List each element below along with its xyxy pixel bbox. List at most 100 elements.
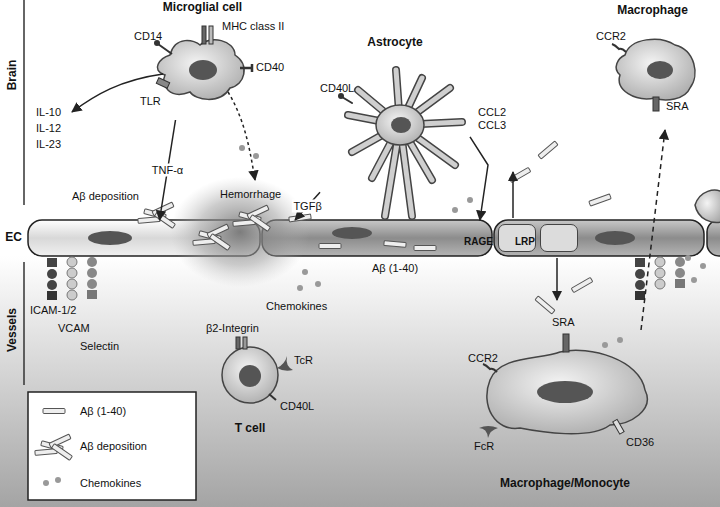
- circle-shape: [675, 257, 685, 267]
- legend-text: Aβ deposition: [80, 440, 147, 453]
- use-shape: [538, 141, 558, 159]
- molecule-label: TcR: [294, 354, 313, 367]
- adhesion-molecules: [47, 257, 685, 300]
- rect-shape: [236, 337, 240, 349]
- use-shape: [414, 246, 436, 251]
- path-shape: [616, 39, 695, 100]
- legend-text: Aβ (1-40): [80, 405, 126, 418]
- circle-shape: [55, 477, 61, 483]
- circle-shape: [602, 342, 608, 348]
- path-shape: [483, 364, 497, 372]
- use-shape: [193, 224, 231, 250]
- molecule-label: TLR: [140, 95, 161, 108]
- use-shape: [589, 194, 611, 206]
- vessel-lumen: [0, 256, 720, 507]
- rect-shape: [613, 419, 624, 434]
- molecule-label: CD40L: [320, 82, 354, 95]
- molecule-label: SRA: [552, 316, 575, 329]
- circle-shape: [655, 268, 665, 278]
- g-shape: [348, 70, 462, 216]
- chemokine-dots: [239, 145, 706, 348]
- path-shape: [348, 70, 462, 216]
- molecule-label: SRA: [666, 100, 689, 113]
- line-shape: [556, 258, 558, 300]
- ellipse-shape: [189, 60, 217, 80]
- circle-shape: [222, 347, 278, 403]
- circle-shape: [675, 268, 685, 278]
- region-label: Brain: [6, 60, 19, 91]
- path-shape: [72, 74, 163, 112]
- legend-box: [28, 392, 196, 500]
- astrocyte-cell: Astrocyte: [320, 35, 470, 220]
- path-shape: [695, 190, 720, 222]
- use-shape: [138, 202, 176, 228]
- molecule-label: CD36: [626, 436, 654, 449]
- circle-shape: [87, 257, 97, 267]
- receptor-box: LRP: [540, 224, 578, 252]
- microglial-cell-body: [154, 26, 252, 99]
- ellipse-shape: [595, 231, 635, 245]
- rect-shape: [653, 97, 659, 111]
- macrophage-cell: Macrophage: [590, 3, 715, 130]
- molecule-label: CD40L: [280, 400, 314, 413]
- use-shape: [384, 241, 406, 248]
- brain-divider: [23, 0, 25, 205]
- circle-shape: [617, 337, 623, 343]
- circle-shape: [297, 285, 303, 291]
- rect-shape: [156, 78, 169, 89]
- circle-shape: [655, 279, 665, 289]
- cell-name: Macrophage/Monocyte: [500, 476, 630, 490]
- rect-shape: [202, 26, 206, 44]
- path-shape: [479, 426, 498, 438]
- molecule-label: CCR2: [596, 30, 626, 43]
- molecule-label: IL-10: [36, 106, 61, 119]
- endothelium: [28, 220, 720, 256]
- use-shape: [571, 277, 593, 292]
- molecule-label: Chemokines: [266, 300, 327, 313]
- ellipse-shape: [88, 231, 132, 245]
- path-shape: [612, 44, 626, 52]
- ellipse-shape: [332, 227, 372, 239]
- molecule-label: VCAM: [58, 322, 90, 335]
- path-shape: [157, 40, 244, 100]
- cell-name: RAGE: [464, 235, 493, 249]
- cell-name: EC: [5, 230, 22, 244]
- signal-arrows: [72, 74, 557, 300]
- circle-shape: [700, 263, 706, 269]
- path-shape: [277, 356, 293, 371]
- ellipse-shape: [391, 117, 411, 133]
- circle-shape: [635, 280, 645, 290]
- signal-arrow: [641, 130, 665, 330]
- use-shape: [535, 296, 555, 314]
- circle-shape: [87, 268, 97, 278]
- ellipse-shape: [537, 381, 593, 403]
- molecule-label: CCR2: [468, 352, 498, 365]
- rect-shape: [635, 258, 645, 267]
- molecule-label: Aβ deposition: [72, 190, 139, 203]
- line-shape: [158, 44, 172, 54]
- molecule-label: IL-12: [36, 122, 61, 135]
- path-shape: [228, 92, 255, 180]
- path-shape: [240, 64, 252, 72]
- circle-shape: [67, 268, 77, 278]
- region-label: Vessels: [6, 308, 19, 352]
- circle-shape: [239, 145, 245, 151]
- rect-shape: [563, 334, 569, 352]
- circle-shape: [685, 255, 691, 261]
- circle-shape: [67, 290, 77, 300]
- molecule-label: MHC class II: [222, 20, 284, 33]
- use-shape: [35, 434, 73, 460]
- hemorrhage-blot: [170, 177, 310, 287]
- ellipse-shape: [376, 105, 424, 145]
- circle-shape: [67, 279, 77, 289]
- edge-label: TGFβ: [291, 200, 323, 213]
- use-shape: [233, 205, 271, 231]
- molecule-label: ICAM-1/2: [30, 304, 76, 317]
- molecule-label: FcR: [474, 440, 494, 453]
- monocyte-body: [479, 334, 647, 438]
- rect-shape: [243, 337, 247, 349]
- circle-shape: [253, 153, 259, 159]
- circle-shape: [635, 269, 645, 279]
- cell-name: Microglial cell: [163, 0, 242, 14]
